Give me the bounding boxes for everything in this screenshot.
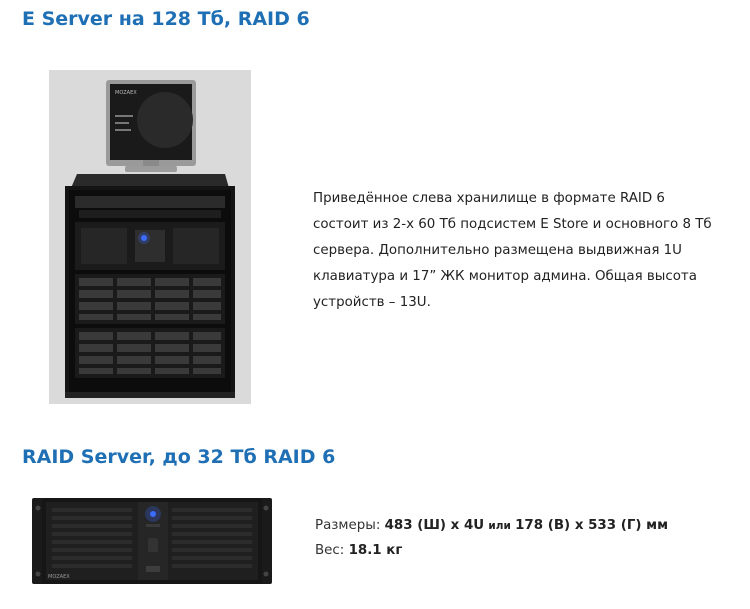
section-title-e-server: E Server на 128 Тб, RAID 6 <box>22 8 310 30</box>
e-server-description: Приведённое слева хранилище в формате RA… <box>313 191 712 310</box>
weight-line: Вес: 18.1 кг <box>315 543 402 558</box>
chassis-logo: MOZAEX <box>48 574 70 580</box>
monitor-logo: MOZAEX <box>115 90 137 96</box>
dimensions-label: Размеры: <box>315 518 381 533</box>
dimensions-or: или <box>488 520 511 532</box>
rackmount-server-photo: MOZAEX <box>30 494 274 588</box>
section-title-raid-server: RAID Server, до 32 Тб RAID 6 <box>22 446 336 468</box>
weight-value: 18.1 кг <box>348 543 403 558</box>
dimensions-line: Размеры: 483 (Ш) х 4U или 178 (В) х 533 … <box>315 518 668 533</box>
server-rack-photo: MOZAEX <box>49 70 251 404</box>
weight-label: Вес: <box>315 543 345 558</box>
dimensions-height-depth-value: 178 (В) х 533 (Г) мм <box>515 518 669 533</box>
dimensions-width-value: 483 (Ш) х 4U <box>384 518 485 533</box>
